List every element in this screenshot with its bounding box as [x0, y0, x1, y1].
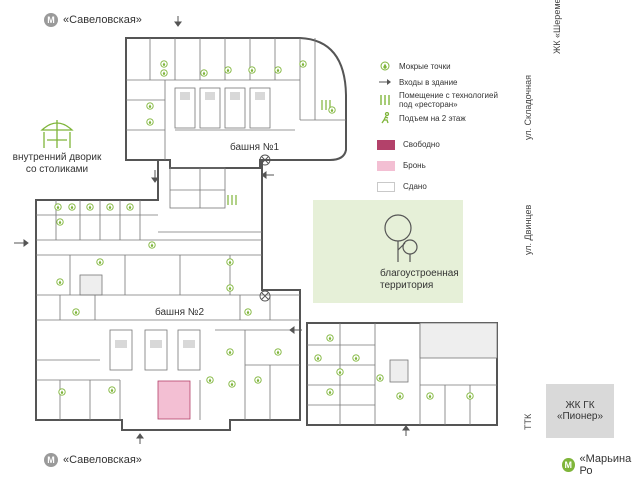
- metro-icon: M: [562, 458, 575, 472]
- pioneer-complex: ЖК ГК«Пионер»: [546, 384, 614, 438]
- street-ttk: ТТК: [523, 413, 533, 430]
- metro-savelovskaya-bottom: M «Савеловская»: [44, 453, 142, 467]
- metro-savelovskaya-top: M «Савеловская»: [44, 13, 142, 27]
- booked-unit[interactable]: [157, 380, 191, 420]
- legend-booked: Бронь: [377, 155, 509, 176]
- entrance-arrow-icon: [14, 16, 410, 444]
- street-dvintsev: ул. Двинцев: [523, 204, 533, 255]
- park-area: [313, 200, 463, 303]
- street-skladochnaya: ул. Складочная: [523, 75, 533, 140]
- stairs-icon: [377, 111, 393, 125]
- tower2-label: башня №2: [155, 307, 205, 318]
- legend-rented: Сдано: [377, 176, 509, 197]
- legend-free: Свободно: [377, 134, 509, 155]
- legend-stairs: Подъем на 2 этаж: [377, 110, 509, 126]
- wet-point-icon: [377, 59, 393, 73]
- tower1-label: башня №1: [230, 142, 280, 153]
- metro-icon: M: [44, 13, 58, 27]
- restaurant-icon: [377, 93, 393, 107]
- legend-entrances: Входы в здание: [377, 74, 509, 90]
- metro-station-name: «Савеловская»: [63, 14, 142, 26]
- metro-station-name: «Марьина Ро: [579, 453, 632, 477]
- entrance-arrow-icon: [377, 75, 393, 89]
- tree-icon: [384, 214, 418, 262]
- metro-icon: M: [44, 453, 58, 467]
- legend: Мокрые точки Входы в здание Помещение с …: [377, 58, 509, 197]
- legend-wet-points: Мокрые точки: [377, 58, 509, 74]
- metro-station-name: «Савеловская»: [63, 454, 142, 466]
- street-sheremetyevsky: ЖК «Шереметьевский»: [552, 0, 562, 54]
- table-umbrella-icon: [40, 120, 74, 148]
- metro-marina-roshcha: M «Марьина Ро: [562, 453, 640, 477]
